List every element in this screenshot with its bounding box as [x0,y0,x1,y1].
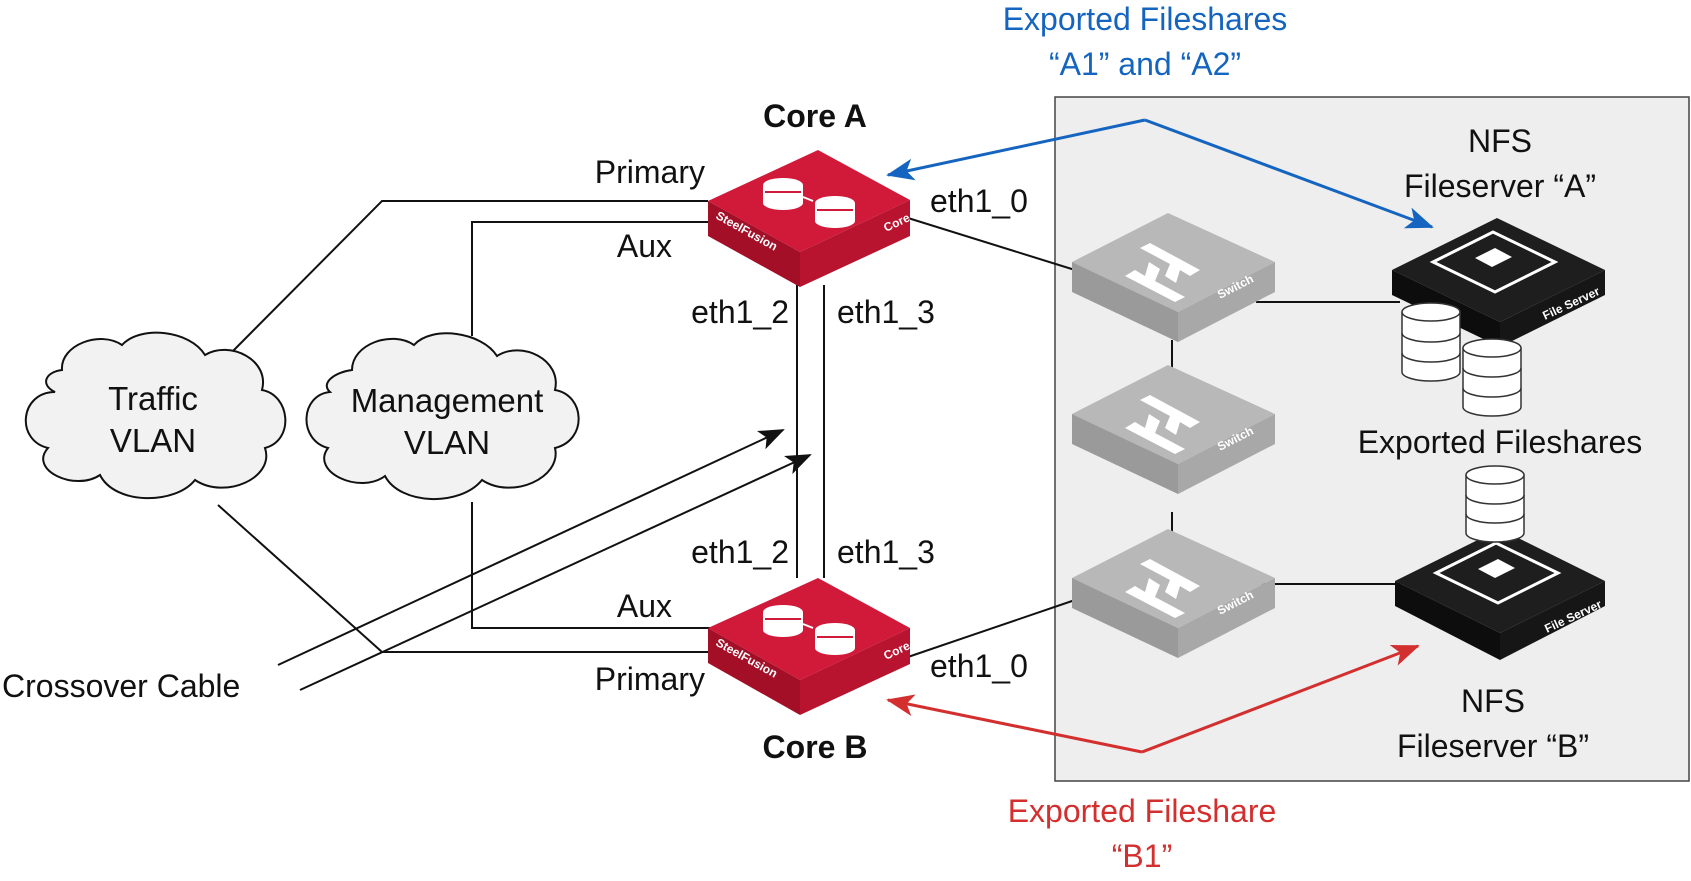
crossover-cable-arrows [277,429,812,691]
core-b-eth1-0-label: eth1_0 [930,648,1028,684]
core-a-primary-label: Primary [595,154,705,190]
switch-2: Switch [1072,365,1275,494]
traffic-vlan-label-2: VLAN [110,422,196,459]
core-a-device: SteelFusion Core [708,150,912,287]
management-vlan-label-1: Management [351,382,544,419]
exported-a-label-1: Exported Fileshares [1003,1,1288,37]
core-a-aux-label: Aux [617,228,672,264]
core-b-label: Core B [763,729,868,765]
core-b-device: SteelFusion Core [708,578,912,715]
traffic-to-core-a-primary [229,200,708,355]
file-server-icon [1432,541,1562,605]
core-a-eth1-3-label: eth1_3 [837,294,935,330]
cloud-icon [24,331,287,500]
disk-stack-a2 [1462,338,1522,417]
disk-stack-icon [1465,475,1525,543]
core-a-label: Core A [763,98,867,134]
steelfusion-core-icon [763,178,855,228]
file-server-icon [1429,230,1559,294]
switch-icon [1125,395,1200,454]
fileserver-b: File Server [1395,529,1605,660]
connection-lines [217,200,1400,659]
exported-a-label-2: “A1” and “A2” [1049,46,1241,82]
blue-arrow-to-core-a [1144,118,1434,229]
exported-b-label-2: “B1” [1112,838,1172,874]
management-vlan-cloud: Management VLAN [305,332,580,500]
switch-icon [1125,243,1200,302]
core-a-eth1-2-label: eth1_2 [691,294,789,330]
management-to-core-b-aux [471,502,712,629]
traffic-vlan-label-1: Traffic [108,380,198,417]
crossover-cable-label: Crossover Cable [2,668,240,704]
disk-stack-b1 [1465,465,1525,543]
disk-stack-icon [1462,348,1522,417]
nfs-a-label-1: NFS [1468,123,1532,159]
core-a-eth1-0-label: eth1_0 [930,183,1028,219]
disk-stack-a1 [1401,302,1461,382]
exported-fileshares-label: Exported Fileshares [1358,424,1643,460]
nfs-b-label-2: Fileserver “B” [1397,728,1589,764]
management-to-core-a-aux [471,221,712,336]
switch-1: Switch [1072,213,1275,342]
core-b-eth1-2-label: eth1_2 [691,534,789,570]
core-a-to-switch-1 [907,217,1076,271]
crossover-arrow-2 [299,454,812,691]
crossover-arrow-1 [277,429,785,666]
nfs-a-label-2: Fileserver “A” [1404,168,1596,204]
disk-stack-icon [1401,312,1461,382]
blue-arrow-to-fileserver-a [886,118,1146,181]
traffic-vlan-cloud: Traffic VLAN [24,331,287,500]
core-b-primary-label: Primary [595,661,705,697]
core-b-to-switch-3 [904,599,1076,659]
nfs-b-label-1: NFS [1461,683,1525,719]
red-arrow-to-fileserver-b [1141,644,1420,754]
cloud-icon [305,332,580,500]
exported-b-label-1: Exported Fileshare [1008,793,1277,829]
red-arrow-to-core-b [886,694,1143,754]
switch-3: Switch [1072,529,1275,658]
core-b-aux-label: Aux [617,588,672,624]
steelfusion-core-icon [763,605,855,655]
management-vlan-label-2: VLAN [404,424,490,461]
switch-icon [1125,559,1200,618]
core-b-eth1-3-label: eth1_3 [837,534,935,570]
